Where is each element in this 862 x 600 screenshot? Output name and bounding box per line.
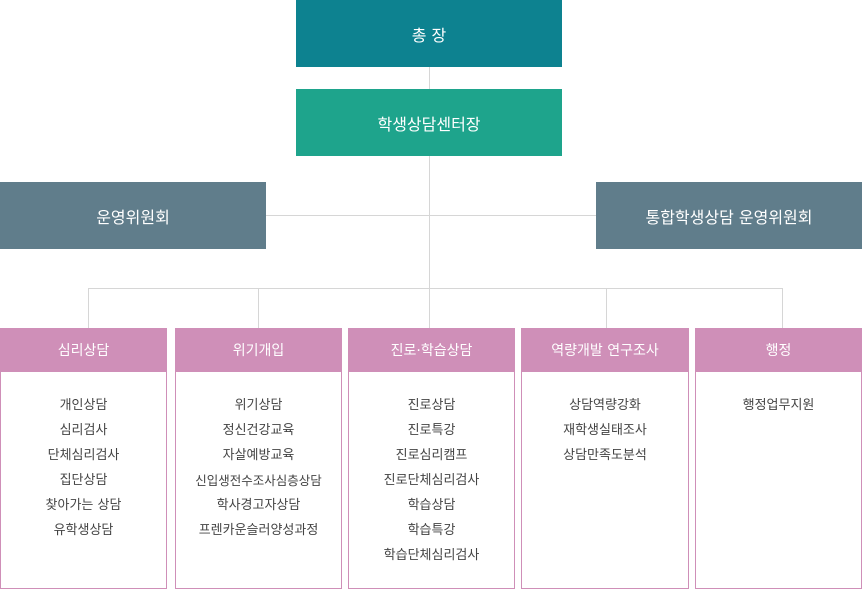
list-item: 진로심리캠프 <box>395 448 468 463</box>
connector-drop-2 <box>258 288 259 328</box>
committee-left-label: 운영위원회 <box>96 207 170 227</box>
division-title: 진로·학습상담 <box>390 343 473 359</box>
division-title: 역량개발 연구조사 <box>551 343 659 359</box>
list-item: 재학생실태조사 <box>563 423 647 438</box>
division-header: 위기개입 <box>175 328 342 372</box>
division-header: 행정 <box>695 328 862 372</box>
list-item: 학습상담 <box>407 498 456 513</box>
list-item: 진로특강 <box>407 423 456 438</box>
connector-vertical-trunk <box>429 67 430 288</box>
connector-drop-5 <box>782 288 783 328</box>
division-header: 진로·학습상담 <box>348 328 515 372</box>
list-item: 정신건강교육 <box>222 423 295 438</box>
list-item: 단체심리검사 <box>47 448 120 463</box>
director-box: 학생상담센터장 <box>296 89 562 156</box>
division-body: 행정업무지원 <box>695 372 862 589</box>
list-item: 행정업무지원 <box>742 398 815 413</box>
division-title: 행정 <box>765 343 792 359</box>
list-item: 위기상담 <box>234 398 283 413</box>
list-item: 학습단체심리검사 <box>383 548 480 563</box>
connector-drop-4 <box>606 288 607 328</box>
committee-right-label: 통합학생상담 운영위원회 <box>645 207 813 227</box>
committee-left-box: 운영위원회 <box>0 182 266 249</box>
connector-drop-1 <box>88 288 89 328</box>
list-item: 학사경고자상담 <box>216 498 301 513</box>
list-item: 프렌카운슬러양성과정 <box>198 523 319 538</box>
list-item: 심리검사 <box>59 423 108 438</box>
list-item: 유학생상담 <box>53 523 114 538</box>
list-item: 찾아가는 상담 <box>45 498 122 513</box>
division-header: 심리상담 <box>0 328 167 372</box>
list-item: 신입생전수조사심층상담 <box>195 473 322 488</box>
president-box: 총 장 <box>296 0 562 67</box>
list-item: 개인상담 <box>59 398 108 413</box>
committee-right-box: 통합학생상담 운영위원회 <box>596 182 862 249</box>
division-body: 개인상담 심리검사 단체심리검사 집단상담 찾아가는 상담 유학생상담 <box>0 372 167 589</box>
president-label: 총 장 <box>411 25 447 45</box>
connector-committee-horizontal <box>266 215 596 216</box>
division-title: 심리상담 <box>57 343 110 359</box>
list-item: 학습특강 <box>407 523 456 538</box>
list-item: 자살예방교육 <box>222 448 295 463</box>
connector-division-horizontal <box>88 288 783 289</box>
connector-drop-3 <box>429 288 430 328</box>
division-body: 진로상담 진로특강 진로심리캠프 진로단체심리검사 학습상담 학습특강 학습단체… <box>348 372 515 589</box>
list-item: 상담역량강화 <box>569 398 641 413</box>
list-item: 진로상담 <box>407 398 456 413</box>
list-item: 진로단체심리검사 <box>383 473 480 488</box>
director-label: 학생상담센터장 <box>377 114 481 134</box>
division-header: 역량개발 연구조사 <box>521 328 689 372</box>
division-body: 상담역량강화 재학생실태조사 상담만족도분석 <box>521 372 689 589</box>
division-body: 위기상담 정신건강교육 자살예방교육 신입생전수조사심층상담 학사경고자상담 프… <box>175 372 342 589</box>
division-title: 위기개입 <box>232 343 285 359</box>
list-item: 집단상담 <box>59 473 108 488</box>
list-item: 상담만족도분석 <box>563 448 647 463</box>
